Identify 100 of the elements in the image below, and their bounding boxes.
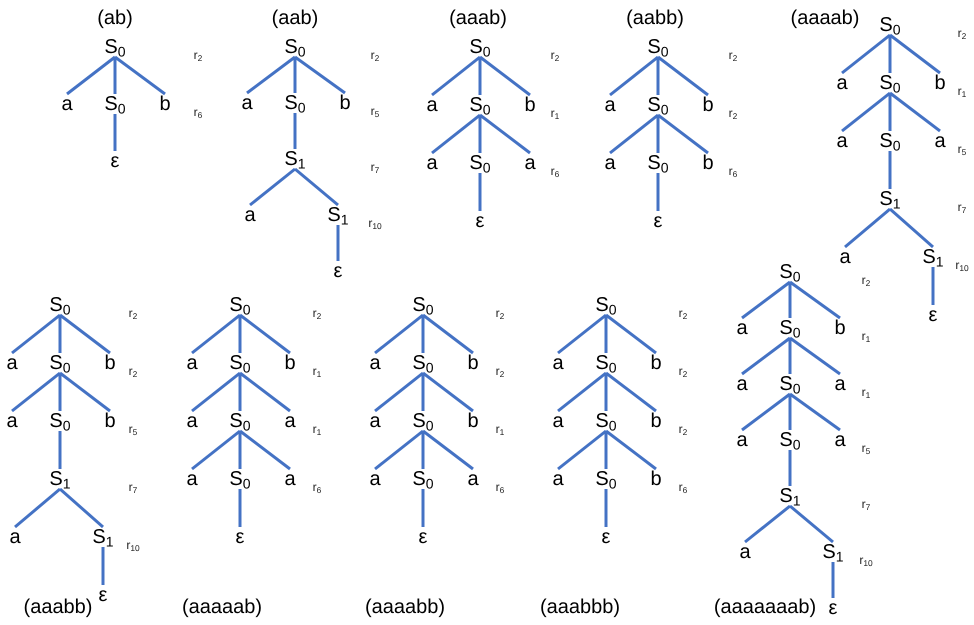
tree-branch (239, 314, 291, 354)
tree-branch (114, 57, 116, 94)
tree-symbol: S$_{1}$ (327, 204, 349, 226)
tree-symbol: a (284, 468, 296, 490)
tree-symbol: S$_{0}$ (779, 261, 801, 283)
tree-branch (58, 315, 62, 353)
tree-symbol: a (6, 352, 18, 374)
tree-symbol: b (467, 410, 479, 432)
tree-branch (889, 92, 941, 132)
string-title: (ab) (97, 7, 133, 29)
tree-branch (422, 489, 424, 527)
tree-branch (844, 208, 891, 248)
tree-branch (58, 431, 62, 469)
tree-symbol: ε (236, 526, 244, 548)
tree-symbol: S$_{1}$ (922, 246, 944, 268)
tree-branch (609, 56, 659, 96)
tree-branch (605, 430, 657, 470)
tree-symbol: S$_{0}$ (412, 294, 434, 316)
rule-label: r$_{7}$ (370, 160, 380, 174)
rule-label: r$_{2}$ (370, 48, 380, 62)
tree-branch (604, 373, 608, 411)
rule-label: r$_{2}$ (678, 364, 688, 378)
tree-branch (294, 168, 339, 206)
tree-branch (294, 113, 296, 149)
tree-symbol: S$_{0}$ (469, 152, 491, 174)
tree-branch (832, 562, 834, 598)
tree-symbol: a (369, 352, 381, 374)
tree-symbol: S$_{0}$ (49, 352, 71, 374)
tree-branch (656, 115, 660, 153)
rule-label: r$_{2}$ (728, 106, 738, 120)
rule-label: r$_{7}$ (958, 200, 966, 214)
tree-symbol: S$_{0}$ (779, 373, 801, 395)
tree-branch (789, 336, 841, 376)
tree-symbol: b (467, 352, 479, 374)
tree-branch (246, 56, 296, 94)
tree-branch (888, 151, 892, 189)
rule-label: r$_{6}$ (194, 105, 202, 119)
rule-label: r$_{2}$ (958, 26, 966, 40)
rule-label: r$_{1}$ (862, 329, 870, 343)
tree-branch (888, 93, 892, 131)
tree-branch (11, 372, 61, 412)
tree-symbol: a (426, 152, 438, 174)
tree-branch (741, 280, 791, 320)
rule-label: r$_{1}$ (862, 385, 870, 399)
rule-label: r$_{5}$ (862, 441, 870, 455)
tree-symbol: b (339, 92, 351, 114)
tree-branch (741, 336, 791, 376)
tree-symbol: a (186, 468, 198, 490)
string-title: (aaaabb) (364, 596, 446, 618)
tree-symbol: S$_{0}$ (595, 352, 617, 374)
tree-symbol: a (369, 410, 381, 432)
tree-symbol: ε (98, 584, 108, 606)
tree-symbol: S$_{0}$ (879, 72, 901, 94)
tree-symbol: ε (828, 597, 838, 619)
rule-label: r$_{2}$ (128, 364, 138, 378)
tree-symbol: a (552, 352, 564, 374)
tree-symbol: ε (602, 526, 610, 548)
tree-symbol: ε (654, 210, 662, 232)
tree-branch (605, 314, 657, 354)
tree-branch (102, 547, 104, 585)
tree-symbol: S$_{0}$ (647, 152, 669, 174)
tree-branch (478, 173, 482, 211)
rule-label: r$_{10}$ (368, 216, 382, 230)
string-title: (aaabbb) (540, 596, 620, 618)
tree-branch (191, 430, 241, 470)
tree-branch (294, 57, 296, 93)
tree-symbol: a (736, 317, 748, 339)
tree-branch (605, 372, 657, 412)
tree-branch (557, 430, 607, 470)
tree-symbol: b (650, 410, 662, 432)
tree-symbol: S$_{0}$ (595, 410, 617, 432)
tree-branch (238, 431, 242, 469)
tree-branch (788, 394, 792, 430)
tree-branch (741, 392, 791, 432)
tree-symbol: b (104, 410, 116, 432)
tree-branch (557, 314, 607, 354)
string-title: (aaaaaaab) (714, 596, 816, 618)
tree-branch (889, 208, 934, 248)
rule-label: r$_{2}$ (678, 422, 688, 436)
tree-symbol: S$_{0}$ (412, 410, 434, 432)
tree-symbol: S$_{0}$ (779, 429, 801, 451)
tree-branch (604, 431, 608, 469)
tree-symbol: a (369, 468, 381, 490)
tree-symbol: S$_{1}$ (822, 541, 844, 563)
string-title: (aaaab) (790, 7, 860, 29)
tree-branch (478, 57, 482, 95)
rule-label: r$_{6}$ (496, 480, 504, 494)
tree-branch (604, 489, 608, 527)
tree-symbol: a (524, 152, 536, 174)
tree-symbol: S$_{0}$ (229, 352, 251, 374)
tree-symbol: S$_{0}$ (879, 130, 901, 152)
tree-branch (609, 114, 659, 154)
rule-label: r$_{6}$ (312, 480, 322, 494)
tree-branch (11, 314, 61, 354)
string-title: (aab) (272, 7, 318, 29)
tree-symbol: S$_{0}$ (229, 294, 251, 316)
tree-branch (422, 373, 424, 411)
tree-branch (59, 314, 111, 354)
tree-symbol: ε (476, 210, 484, 232)
rule-label: r$_{10}$ (859, 553, 873, 567)
